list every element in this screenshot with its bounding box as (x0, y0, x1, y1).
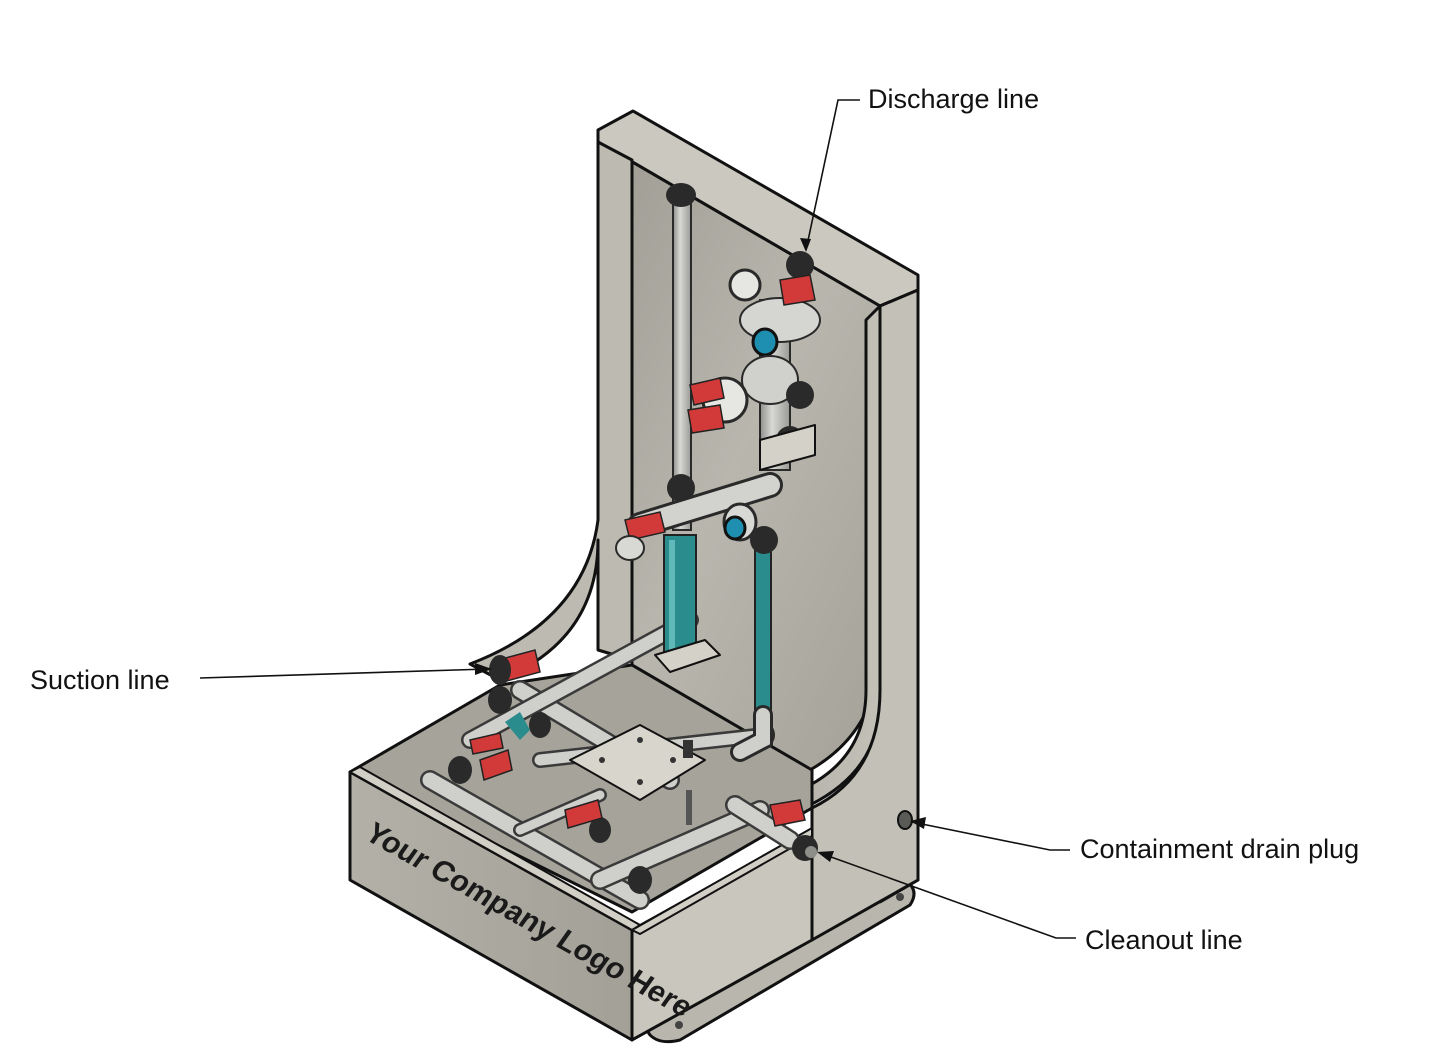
containment-drain-plug-label: Containment drain plug (1080, 834, 1359, 864)
drain-plug (897, 810, 913, 830)
callout-leaders (199, 99, 1076, 939)
containment-tray (348, 663, 814, 1042)
cleanout-line-label: Cleanout line (1085, 925, 1243, 955)
suction-line-label: Suction line (30, 665, 170, 695)
floor-piping (420, 611, 818, 910)
vertical-piping (615, 183, 821, 762)
discharge-line-label: Discharge line (868, 84, 1039, 114)
